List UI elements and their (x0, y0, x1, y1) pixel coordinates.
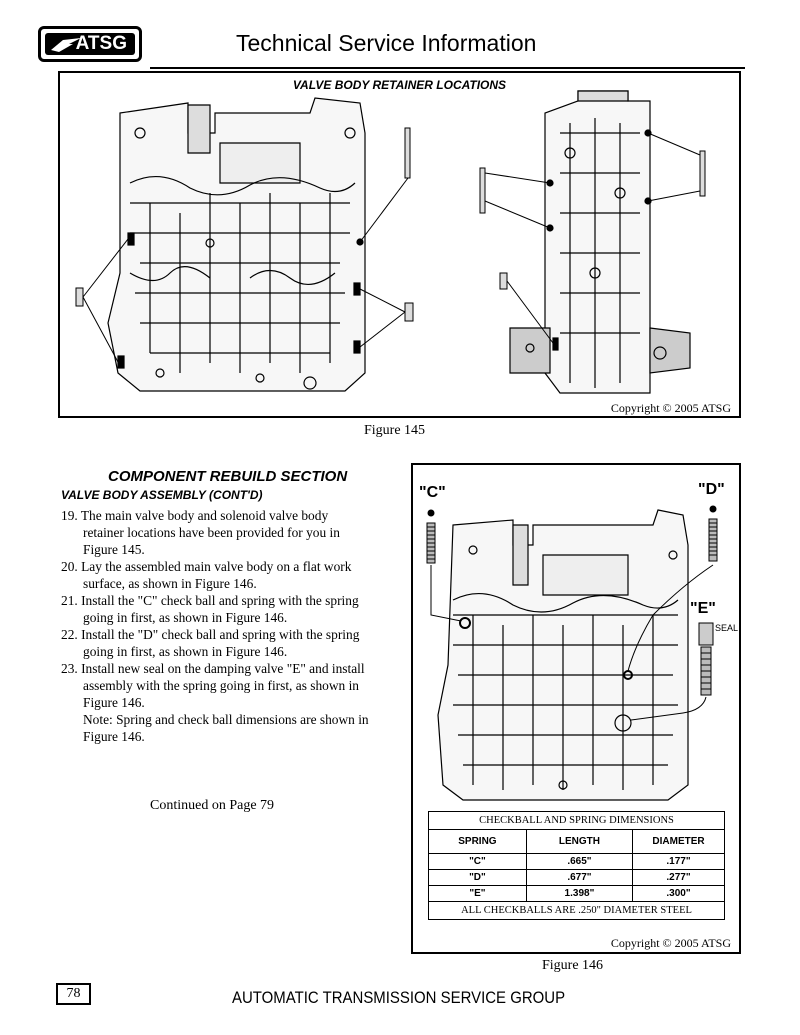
atsg-logo: ATSG (38, 26, 142, 62)
valve-body-checkball-drawing (426, 505, 718, 801)
table-row: "E" 1.398" .300" (429, 885, 724, 901)
procedure-steps: 19. The main valve body and solenoid val… (61, 507, 371, 745)
retainer-callouts-left (75, 127, 414, 363)
seal-label: SEAL (715, 623, 739, 633)
label-d: "D" (698, 481, 725, 498)
continued-note: Continued on Page 79 (150, 798, 275, 813)
header-rule (150, 67, 745, 69)
figure-145-frame: VALVE BODY RETAINER LOCATIONS (58, 71, 741, 418)
step-21: 21. Install the "C" check ball and sprin… (61, 593, 359, 625)
spring-d (627, 505, 718, 672)
cell-diameter: .177" (632, 853, 724, 870)
main-valve-body-drawing (107, 97, 366, 392)
figure-146-caption: Figure 146 (542, 958, 604, 973)
cell-spring: "E" (429, 885, 527, 901)
page-title: Technical Service Information (236, 30, 537, 56)
valve-body-illustrations (75, 90, 706, 394)
step-19: 19. The main valve body and solenoid val… (61, 508, 340, 557)
spec-table: SPRING LENGTH DIAMETER "C" .665" .177" "… (429, 830, 724, 901)
cell-length: 1.398" (526, 885, 634, 901)
checkball-spring-table: CHECKBALL AND SPRING DIMENSIONS SPRING L… (428, 811, 725, 920)
spec-table-title: CHECKBALL AND SPRING DIMENSIONS (429, 812, 724, 830)
figure-145-caption: Figure 145 (364, 423, 426, 438)
step-23: 23. Install new seal on the damping valv… (61, 661, 365, 710)
section-subtitle: VALVE BODY ASSEMBLY (CONT'D) (61, 488, 263, 502)
header-spring: SPRING (429, 830, 527, 854)
label-c: "C" (419, 484, 446, 501)
table-row: "D" .677" .277" (429, 869, 724, 886)
bird-logo-icon (51, 38, 81, 52)
table-row: "C" .665" .177" (429, 853, 724, 870)
damping-valve-e (630, 622, 714, 721)
step-20: 20. Lay the assembled main valve body on… (61, 559, 352, 591)
step-note: Note: Spring and check ball dimensions a… (83, 712, 369, 744)
step-22: 22. Install the "D" check ball and sprin… (61, 627, 360, 659)
logo-text: ATSG (75, 33, 127, 54)
cell-diameter: .277" (632, 869, 724, 886)
solenoid-valve-body-drawing (509, 90, 691, 394)
cell-length: .677" (526, 869, 634, 886)
page-number: 78 (56, 983, 91, 1005)
retainer-callouts-right (479, 132, 706, 344)
header-length: LENGTH (526, 830, 634, 854)
cell-spring: "D" (429, 869, 527, 886)
cell-spring: "C" (429, 853, 527, 870)
footer-org: AUTOMATIC TRANSMISSION SERVICE GROUP (232, 988, 566, 1007)
figure-145-copyright: Copyright © 2005 ATSG (610, 401, 731, 415)
spring-c (426, 509, 462, 622)
figure-145-title: VALVE BODY RETAINER LOCATIONS (292, 78, 507, 92)
cell-length: .665" (526, 853, 634, 870)
figure-146-copyright: Copyright © 2005 ATSG (610, 936, 731, 950)
figure-146-frame: "C" "D" "E" SEAL (411, 463, 741, 954)
header-diameter: DIAMETER (632, 830, 724, 854)
label-e: "E" (690, 600, 716, 617)
spec-table-footer: ALL CHECKBALLS ARE .250" DIAMETER STEEL (429, 901, 724, 919)
cell-diameter: .300" (632, 885, 724, 901)
section-title: COMPONENT REBUILD SECTION (108, 468, 348, 485)
